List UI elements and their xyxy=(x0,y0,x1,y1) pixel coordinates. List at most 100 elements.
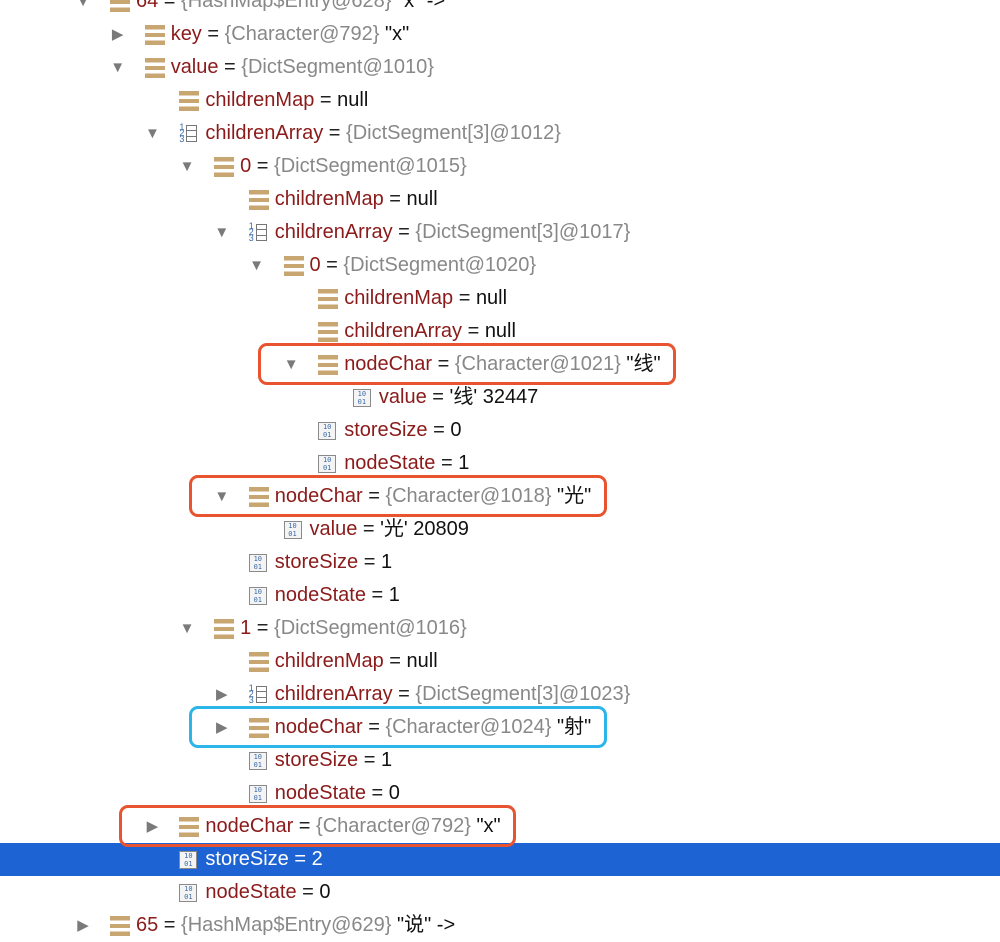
row-label: key = {Character@792} "x" xyxy=(171,18,410,51)
object-field-icon xyxy=(179,817,200,837)
tree-row[interactable]: childrenMap = null xyxy=(0,84,1000,117)
field-name: value xyxy=(378,386,427,408)
tree-row[interactable]: ▶ nodeChar = {Character@1024} "射" xyxy=(0,711,1000,744)
field-name: childrenArray xyxy=(274,221,393,243)
row-label: childrenMap = null xyxy=(275,645,438,678)
field-value: 2 xyxy=(311,848,323,870)
expand-right-icon[interactable]: ▶ xyxy=(216,686,228,703)
field-name: nodeState xyxy=(344,452,436,474)
expand-right-icon[interactable]: ▶ xyxy=(216,719,228,736)
equals-sign: = xyxy=(432,353,455,375)
tree-row[interactable]: ▶nodeChar = {Character@792} "x" xyxy=(0,810,1000,843)
row-label: nodeState = 1 xyxy=(344,447,469,480)
tree-row[interactable]: ▼0 = {DictSegment@1020} xyxy=(0,249,1000,282)
expand-right-icon[interactable]: ▶ xyxy=(77,917,89,934)
tree-row[interactable]: ▼1 = {DictSegment@1016} xyxy=(0,612,1000,645)
object-field-icon xyxy=(110,916,130,936)
equals-sign: = xyxy=(251,617,275,639)
field-name: value xyxy=(309,518,358,540)
object-field-icon xyxy=(318,289,339,309)
tree-row[interactable]: ▶65 = {HashMap$Entry@629} "说" -> xyxy=(0,909,1000,942)
expand-right-icon[interactable]: ▶ xyxy=(111,26,124,43)
expand-down-icon[interactable]: ▼ xyxy=(179,620,195,637)
equals-sign: = xyxy=(427,419,451,441)
expand-down-icon[interactable]: ▼ xyxy=(214,224,230,241)
field-value: null xyxy=(484,320,516,342)
field-name: value xyxy=(170,56,219,78)
field-reference: {DictSegment[3]@1017} xyxy=(415,221,631,243)
field-value: null xyxy=(406,188,438,210)
expand-down-icon[interactable]: ▼ xyxy=(214,488,230,505)
object-field-icon xyxy=(318,355,339,375)
field-name: childrenMap xyxy=(274,650,384,672)
equals-sign: = xyxy=(320,254,344,276)
row-label: nodeState = 0 xyxy=(275,777,400,810)
object-field-icon xyxy=(248,487,269,507)
field-value: "说" -> xyxy=(397,914,456,936)
tree-row[interactable]: ▼64 = {HashMap$Entry@628} "x" -> xyxy=(0,0,1000,18)
equals-sign: = xyxy=(383,188,407,210)
tree-row[interactable]: childrenMap = null xyxy=(0,282,1000,315)
field-reference: {Character@1018} xyxy=(385,485,552,507)
tree-row[interactable]: childrenMap = null xyxy=(0,183,1000,216)
equals-sign: = xyxy=(323,122,347,144)
equals-sign: = xyxy=(357,518,381,540)
field-value: 1 xyxy=(458,452,470,474)
row-label: nodeChar = {Character@1018} "光" xyxy=(275,480,591,513)
expand-down-icon[interactable]: ▼ xyxy=(179,158,195,175)
expand-down-icon[interactable]: ▼ xyxy=(249,257,264,274)
tree-row[interactable]: ▼value = {DictSegment@1010} xyxy=(0,51,1000,84)
tree-row[interactable]: ▼ nodeChar = {Character@1018} "光" xyxy=(0,480,1000,513)
object-field-icon xyxy=(179,91,200,111)
expand-right-icon[interactable]: ▶ xyxy=(146,818,159,835)
field-name: childrenMap xyxy=(274,188,384,210)
field-name: 64 xyxy=(136,0,159,12)
field-value: 1 xyxy=(380,551,393,573)
expand-down-icon[interactable]: ▼ xyxy=(110,59,126,76)
expand-down-icon[interactable]: ▼ xyxy=(75,0,91,10)
tree-row[interactable]: ▼ nodeChar = {Character@1021} "线" xyxy=(0,348,1000,381)
field-name: childrenMap xyxy=(205,89,315,111)
row-label: childrenMap = null xyxy=(275,183,438,216)
tree-row[interactable]: childrenMap = null xyxy=(0,645,1000,678)
row-label: nodeChar = {Character@1021} "线" xyxy=(344,348,660,381)
field-value: "x" -> xyxy=(397,0,446,12)
field-reference: {HashMap$Entry@628} xyxy=(181,0,392,12)
field-reference: {DictSegment@1015} xyxy=(274,155,467,177)
tree-row[interactable]: ▶ key = {Character@792} "x" xyxy=(0,18,1000,51)
expand-down-icon[interactable]: ▼ xyxy=(283,356,299,373)
row-label: childrenArray = {DictSegment[3]@1012} xyxy=(205,117,561,150)
tree-row[interactable]: childrenArray = null xyxy=(0,315,1000,348)
object-field-icon xyxy=(144,25,165,45)
tree-row[interactable]: ▼0 = {DictSegment@1015} xyxy=(0,150,1000,183)
row-label: nodeState = 1 xyxy=(275,579,400,612)
expand-down-icon[interactable]: ▼ xyxy=(144,125,160,142)
equals-sign: = xyxy=(435,452,459,474)
field-reference: {DictSegment@1020} xyxy=(343,254,537,276)
row-label: nodeChar = {Character@1024} "射" xyxy=(275,711,591,744)
